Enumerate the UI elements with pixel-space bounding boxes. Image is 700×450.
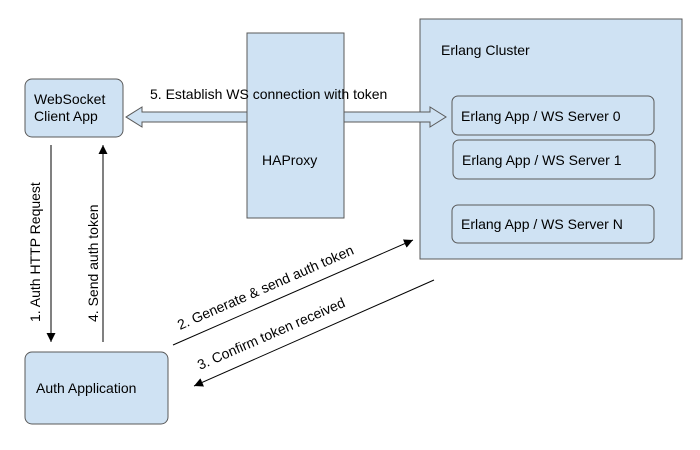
edge-send-token-label: 4. Send auth token bbox=[85, 204, 101, 322]
edge-establish-ws-label: 5. Establish WS connection with token bbox=[150, 86, 387, 102]
auth-application-box bbox=[24, 351, 169, 425]
ws-server-0-box bbox=[451, 95, 655, 136]
ws-server-n-label: Erlang App / WS Server N bbox=[461, 216, 623, 232]
ws-server-n-box bbox=[451, 204, 655, 244]
edge-generate-token-label: 2. Generate & send auth token bbox=[175, 242, 356, 333]
erlang-cluster-title: Erlang Cluster bbox=[441, 42, 530, 58]
websocket-client-label-line-2: Client App bbox=[34, 108, 98, 124]
ws-server-1[interactable]: Erlang App / WS Server 1 bbox=[452, 139, 656, 180]
haproxy-box bbox=[246, 32, 345, 219]
ws-server-1-label: Erlang App / WS Server 1 bbox=[462, 152, 622, 168]
websocket-client-app[interactable]: WebSocket Client App bbox=[24, 78, 124, 138]
ws-server-0-label: Erlang App / WS Server 0 bbox=[461, 108, 621, 124]
edge-auth-request-label: 1. Auth HTTP Request bbox=[27, 182, 43, 322]
auth-application-label: Auth Application bbox=[36, 380, 136, 396]
edge-confirm-token-line bbox=[193, 279, 435, 387]
haproxy-label: HAProxy bbox=[262, 152, 317, 168]
haproxy[interactable]: HAProxy bbox=[246, 32, 345, 219]
ws-server-1-box bbox=[452, 139, 656, 180]
ws-server-n[interactable]: Erlang App / WS Server N bbox=[451, 204, 655, 244]
auth-application[interactable]: Auth Application bbox=[24, 351, 169, 425]
ws-server-0[interactable]: Erlang App / WS Server 0 bbox=[451, 95, 655, 136]
websocket-client-box bbox=[24, 78, 124, 138]
edge-generate-token-line bbox=[172, 239, 414, 346]
websocket-client-label-line-1: WebSocket bbox=[34, 91, 105, 107]
